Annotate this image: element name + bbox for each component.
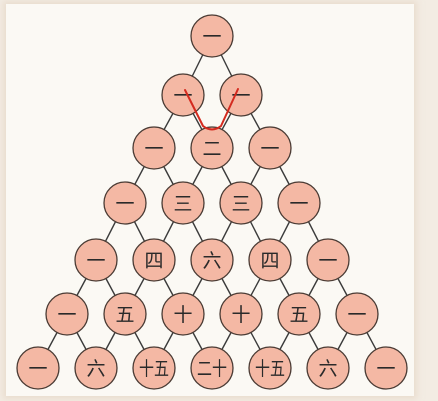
node-number: 六: [86, 358, 105, 380]
node-number: 十五: [139, 358, 169, 380]
node-5-1: 五: [103, 292, 147, 336]
node-2-0: 一: [132, 126, 176, 170]
node-circle: [103, 292, 147, 336]
node-4-4: 一: [306, 238, 350, 282]
node-4-2: 六: [190, 238, 234, 282]
node-number: 六: [202, 250, 221, 272]
nodes: 一一一一二一一三三一一四六四一一五十十五一一六十五二十十五六一: [16, 14, 408, 390]
node-number: 十: [173, 304, 192, 326]
node-number: 三: [173, 193, 192, 215]
node-circle: [335, 292, 379, 336]
node-3-2: 三: [219, 181, 263, 225]
node-number: 一: [347, 304, 366, 326]
node-4-3: 四: [248, 238, 292, 282]
node-3-1: 三: [161, 181, 205, 225]
node-6-5: 六: [306, 346, 350, 390]
node-number: 十五: [255, 358, 285, 380]
node-1-0: 一: [161, 73, 205, 117]
node-2-2: 一: [248, 126, 292, 170]
node-6-0: 一: [16, 346, 60, 390]
node-number: 一: [28, 358, 47, 380]
node-circle: [132, 346, 176, 390]
node-number: 二十: [197, 358, 227, 380]
node-circle: [190, 126, 234, 170]
edges: [37, 35, 387, 369]
node-circle: [219, 292, 263, 336]
highlight-sum-path: [184, 88, 239, 131]
node-6-1: 六: [74, 346, 118, 390]
node-number: 五: [115, 304, 134, 326]
node-circle: [74, 346, 118, 390]
node-circle: [190, 238, 234, 282]
node-5-3: 十: [219, 292, 263, 336]
node-4-1: 四: [132, 238, 176, 282]
node-circle: [190, 14, 234, 58]
node-circle: [161, 292, 205, 336]
node-number: 一: [57, 304, 76, 326]
node-circle: [16, 346, 60, 390]
node-circle: [248, 126, 292, 170]
node-circle: [364, 346, 408, 390]
node-circle: [132, 238, 176, 282]
node-5-4: 五: [277, 292, 321, 336]
node-circle: [74, 238, 118, 282]
node-circle: [161, 181, 205, 225]
node-number: 一: [115, 193, 134, 215]
node-number: 一: [260, 138, 279, 160]
node-5-2: 十: [161, 292, 205, 336]
node-number: 四: [260, 250, 279, 272]
node-circle: [103, 181, 147, 225]
node-6-4: 十五: [248, 346, 292, 390]
node-number: 一: [376, 358, 395, 380]
node-number: 四: [144, 250, 163, 272]
node-number: 一: [86, 250, 105, 272]
node-number: 十: [231, 304, 250, 326]
node-circle: [190, 346, 234, 390]
node-3-0: 一: [103, 181, 147, 225]
node-circle: [248, 346, 292, 390]
node-number: 三: [231, 193, 250, 215]
node-3-3: 一: [277, 181, 321, 225]
node-0-0: 一: [190, 14, 234, 58]
node-circle: [45, 292, 89, 336]
node-number: 一: [289, 193, 308, 215]
node-5-0: 一: [45, 292, 89, 336]
node-1-1: 一: [219, 73, 263, 117]
node-number: 六: [318, 358, 337, 380]
node-6-3: 二十: [190, 346, 234, 390]
node-4-0: 一: [74, 238, 118, 282]
node-number: 五: [289, 304, 308, 326]
node-circle: [306, 346, 350, 390]
node-number: 二: [202, 138, 221, 160]
node-circle: [277, 181, 321, 225]
node-number: 一: [202, 26, 221, 48]
node-circle: [248, 238, 292, 282]
node-6-6: 一: [364, 346, 408, 390]
node-number: 一: [173, 85, 192, 107]
node-2-1: 二: [190, 126, 234, 170]
node-6-2: 十五: [132, 346, 176, 390]
node-number: 一: [318, 250, 337, 272]
node-number: 一: [144, 138, 163, 160]
node-circle: [219, 181, 263, 225]
node-circle: [277, 292, 321, 336]
node-circle: [306, 238, 350, 282]
node-circle: [132, 126, 176, 170]
node-5-5: 一: [335, 292, 379, 336]
